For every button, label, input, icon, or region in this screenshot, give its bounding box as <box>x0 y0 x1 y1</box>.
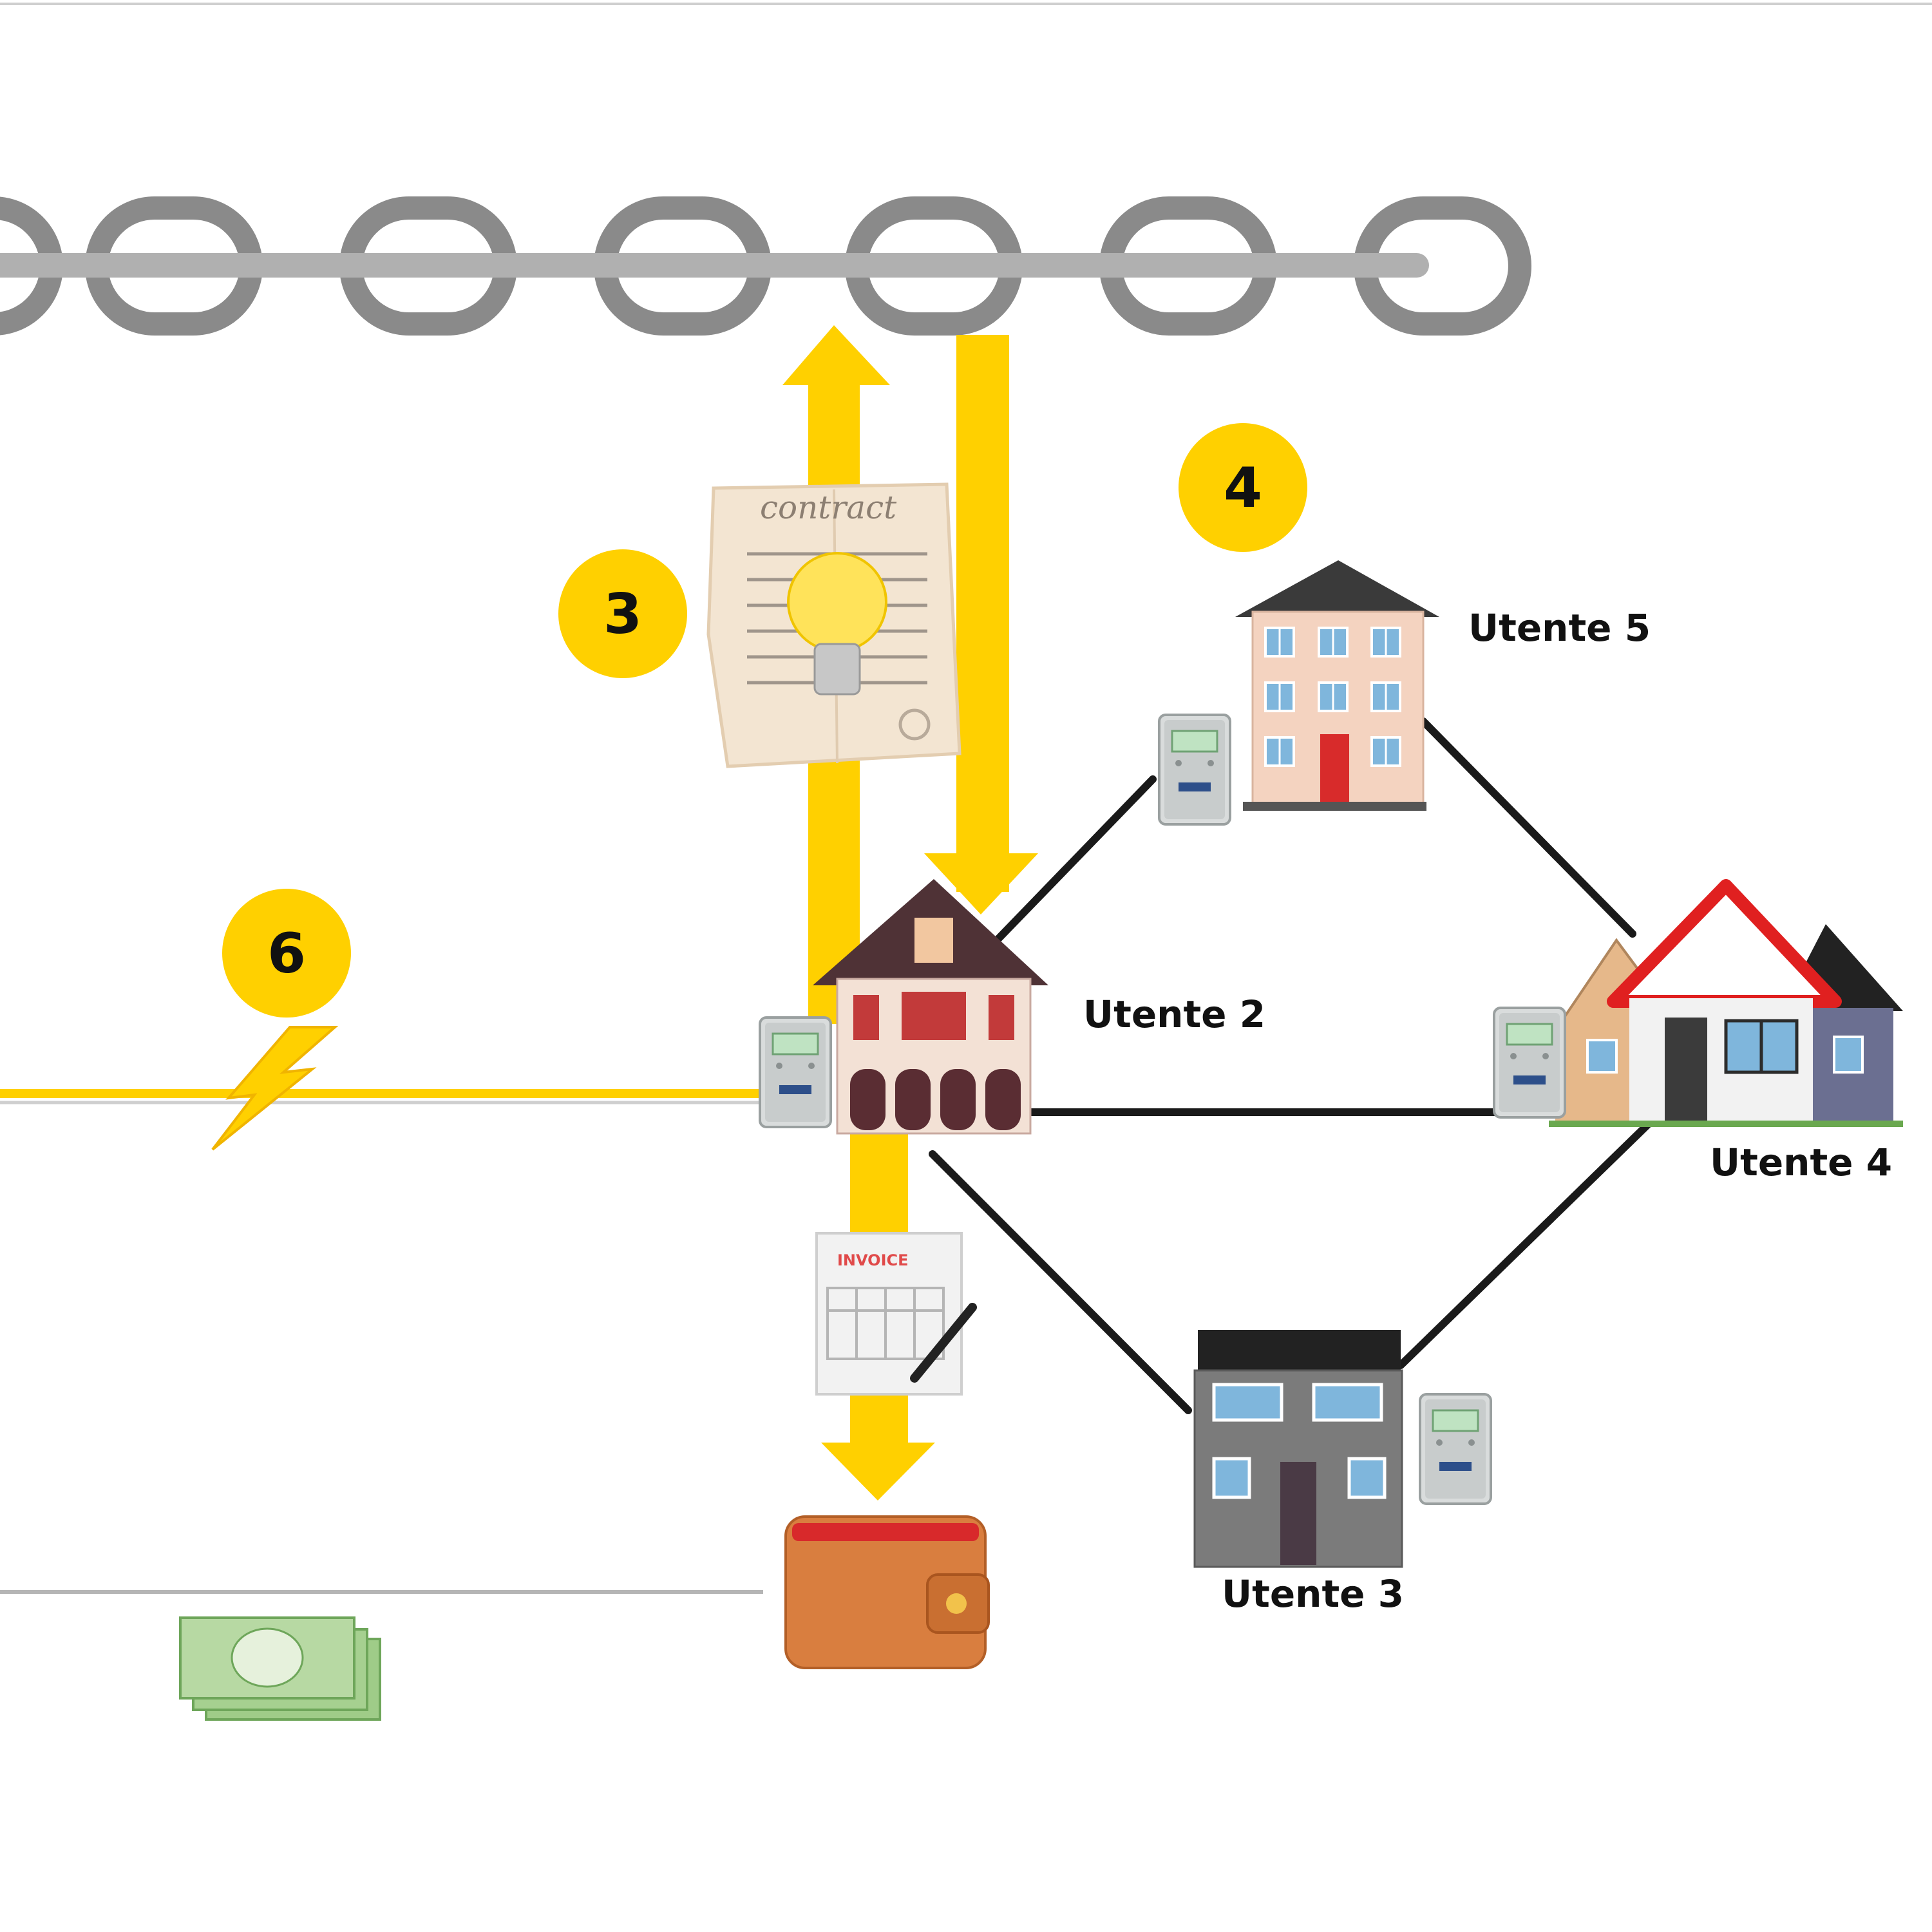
label-utente-5: Utente 5 <box>1468 606 1651 650</box>
smart-meter-icon <box>1419 1393 1492 1505</box>
label-utente-3: Utente 3 <box>1222 1572 1404 1616</box>
smart-meter-icon <box>1493 1007 1566 1119</box>
lightbulb-icon <box>787 552 887 652</box>
step-badge-4-text: 4 <box>1224 456 1262 520</box>
invoice-text: INVOICE <box>837 1251 909 1269</box>
step-badge-4: 4 <box>1179 423 1307 552</box>
contract-text: contract <box>760 489 897 526</box>
label-utente-2: Utente 2 <box>1083 992 1265 1036</box>
house-utente-3 <box>1193 1330 1403 1568</box>
community-links <box>929 717 1653 1414</box>
house-utente-4 <box>1546 879 1903 1127</box>
step-badge-6-text: 6 <box>267 922 306 986</box>
house-utente-2 <box>813 879 1048 1135</box>
smart-meter-icon <box>759 1016 832 1128</box>
step-badge-3: 3 <box>558 549 687 678</box>
step-badge-3-text: 3 <box>603 582 642 647</box>
download-arrow <box>924 335 1038 914</box>
lightning-bolt-icon <box>211 1026 339 1151</box>
smart-meter-icon <box>1158 714 1231 826</box>
banknotes-icon <box>179 1616 381 1721</box>
step-badge-6: 6 <box>222 889 351 1018</box>
contract-lightbulb-icon: contract <box>706 482 961 768</box>
invoice-icon: INVOICE <box>815 1232 977 1396</box>
blockchain-chain-icon <box>0 196 1531 336</box>
house-utente-5 <box>1235 560 1439 811</box>
wallet-icon <box>784 1515 990 1669</box>
label-utente-4: Utente 4 <box>1710 1141 1892 1184</box>
